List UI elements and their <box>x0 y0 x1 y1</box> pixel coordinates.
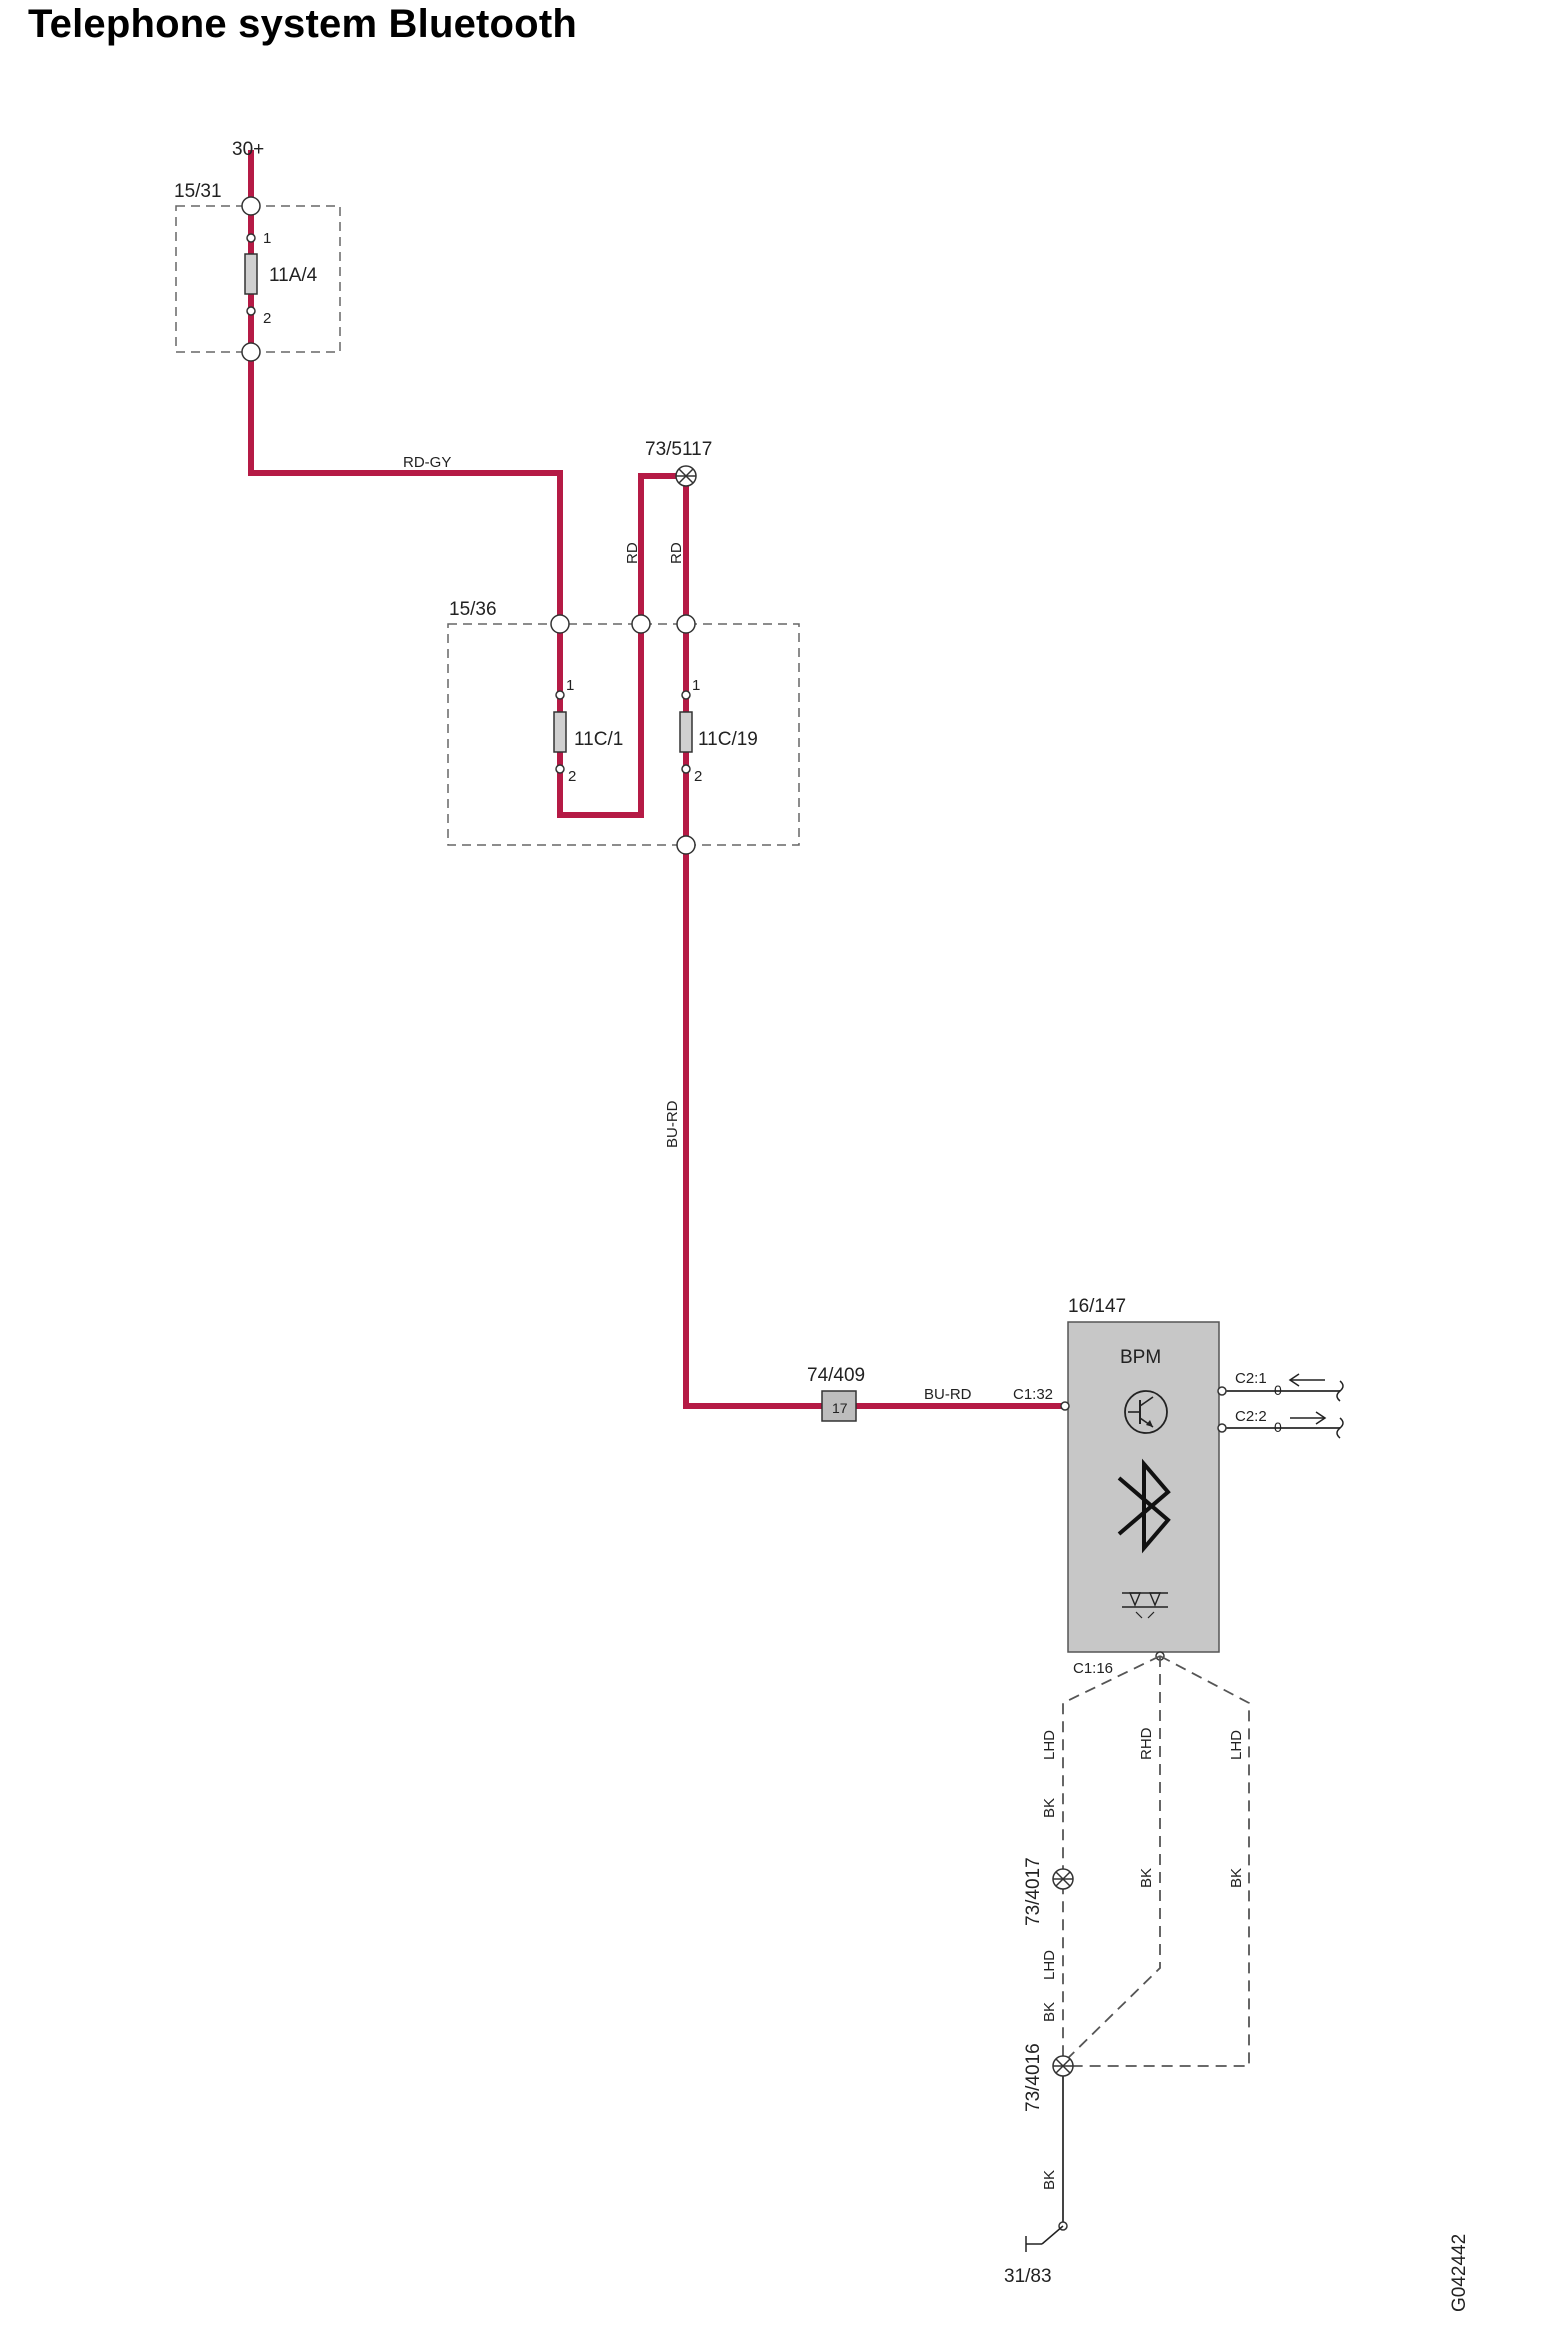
wire-rd-loop <box>638 473 686 624</box>
wire-rhd-label: RHD <box>1138 1727 1155 1760</box>
pin-c1-32 <box>1060 1401 1070 1411</box>
terminal-15-31-in <box>241 196 261 216</box>
wire-fuse-11c1-return <box>557 624 644 818</box>
fuse-11c1-pin1-label: 1 <box>566 677 574 694</box>
fuse-11c1-pin1 <box>555 690 565 700</box>
supply-label: 30+ <box>232 139 264 160</box>
ground-wires <box>1062 1655 1250 2222</box>
pin-c2-1-zero: 0 <box>1274 1382 1282 1398</box>
pin-c2-1-label: C2:1 <box>1235 1370 1267 1387</box>
terminal-15-36-a <box>550 614 570 634</box>
splice-73-4016-label: 73/4016 <box>1023 2043 1044 2112</box>
c2-lines <box>1226 1373 1344 1439</box>
pin-c1-32-label: C1:32 <box>1013 1386 1053 1403</box>
arrow-right-icon <box>1290 1411 1327 1425</box>
wire-bu-rd-label-horizontal: BU-RD <box>924 1386 972 1403</box>
splice-73-5117-label: 73/5117 <box>645 439 712 460</box>
wire-rd-gy <box>248 352 563 624</box>
fuse-11a4 <box>244 233 258 316</box>
fuse-box-1-label: 15/31 <box>174 181 222 202</box>
fuse-11c1-pin2-label: 2 <box>568 768 576 785</box>
pin-c2-2 <box>1217 1423 1227 1433</box>
terminal-15-31-out <box>241 342 261 362</box>
module-name-label: BPM <box>1120 1347 1161 1368</box>
diode-pair-icon <box>1122 1592 1168 1619</box>
ground-label: 31/83 <box>1004 2266 1052 2287</box>
fuse-11c19-label: 11C/19 <box>698 729 758 750</box>
wire-lhd-label-left-upper: LHD <box>1041 1730 1058 1760</box>
fuse-11c19-pin1-label: 1 <box>692 677 700 694</box>
fuse-11a4-body <box>244 253 258 295</box>
wire-rd-label-left: RD <box>624 542 641 564</box>
wire-lhd-label-left-lower: LHD <box>1041 1950 1058 1980</box>
bluetooth-icon <box>1117 1458 1171 1554</box>
fuse-11c1-label: 11C/1 <box>574 729 623 750</box>
fuse-11c19-body <box>679 711 693 753</box>
splice-73-5117 <box>675 465 697 487</box>
connector-pin-label: 17 <box>832 1400 848 1416</box>
ground-wire-lhd-right <box>1063 1655 1250 2067</box>
pin-c2-2-label: C2:2 <box>1235 1408 1267 1425</box>
terminal-15-36-b <box>631 614 651 634</box>
fuse-11c19-pin1 <box>681 690 691 700</box>
fuse-11c19-pin2-label: 2 <box>694 768 702 785</box>
fuse-11a4-pin2-label: 2 <box>263 310 271 327</box>
wire-bk-label-rhd: BK <box>1138 1868 1155 1888</box>
wire-bk-label-bottom: BK <box>1041 2170 1058 2190</box>
power-wires <box>248 150 1062 1409</box>
splice-73-4016 <box>1052 2055 1074 2077</box>
drawing-id: G042442 <box>1449 2234 1470 2312</box>
wire-bu-rd-label-vertical: BU-RD <box>664 1100 681 1148</box>
fuse-11a4-pin1 <box>246 233 256 243</box>
splice-73-4017 <box>1052 1868 1074 1890</box>
pin-c1-16-label: C1:16 <box>1073 1660 1113 1677</box>
wire-bk-label-left-lower: BK <box>1041 2002 1058 2022</box>
pin-c2-2-zero: 0 <box>1274 1419 1282 1435</box>
terminals <box>241 196 696 855</box>
wire-bk-label-right: BK <box>1228 1868 1245 1888</box>
fuse-11c1 <box>553 690 567 774</box>
pin-c2-1 <box>1217 1386 1227 1396</box>
arrow-left-icon <box>1288 1373 1325 1387</box>
terminal-15-36-c <box>676 614 696 634</box>
wire-rd-label-right: RD <box>668 542 685 564</box>
terminal-15-36-out <box>676 835 696 855</box>
fuse-11a4-pin2 <box>246 306 256 316</box>
antenna-transistor-icon <box>1124 1390 1168 1434</box>
fuse-box-2-label: 15/36 <box>449 599 497 620</box>
connector-74-409-label: 74/409 <box>807 1365 865 1386</box>
wire-bk-label-left-upper: BK <box>1041 1798 1058 1818</box>
fuse-11c19-pin2 <box>681 764 691 774</box>
diagram-title: Telephone system Bluetooth <box>28 2 577 46</box>
module-ref-label: 16/147 <box>1068 1296 1126 1317</box>
connector-74-409 <box>821 1390 857 1422</box>
wire-lhd-label-right: LHD <box>1228 1730 1245 1760</box>
ground-wire-rhd <box>1062 1656 1161 2064</box>
ground-wire-lhd-left <box>1062 1655 1161 2222</box>
splice-73-4017-label: 73/4017 <box>1023 1857 1044 1926</box>
wire-bu-rd-main <box>683 845 822 1409</box>
fuse-11a4-pin1-label: 1 <box>263 230 271 247</box>
fuse-11c19 <box>679 690 693 774</box>
fuse-11a4-label: 11A/4 <box>269 265 318 286</box>
ground-point-31-83 <box>1025 2221 1068 2252</box>
module-bpm <box>1060 1321 1227 1661</box>
fuse-11c1-body <box>553 711 567 753</box>
fuse-11c1-pin2 <box>555 764 565 774</box>
wire-rd-gy-label: RD-GY <box>403 454 451 471</box>
